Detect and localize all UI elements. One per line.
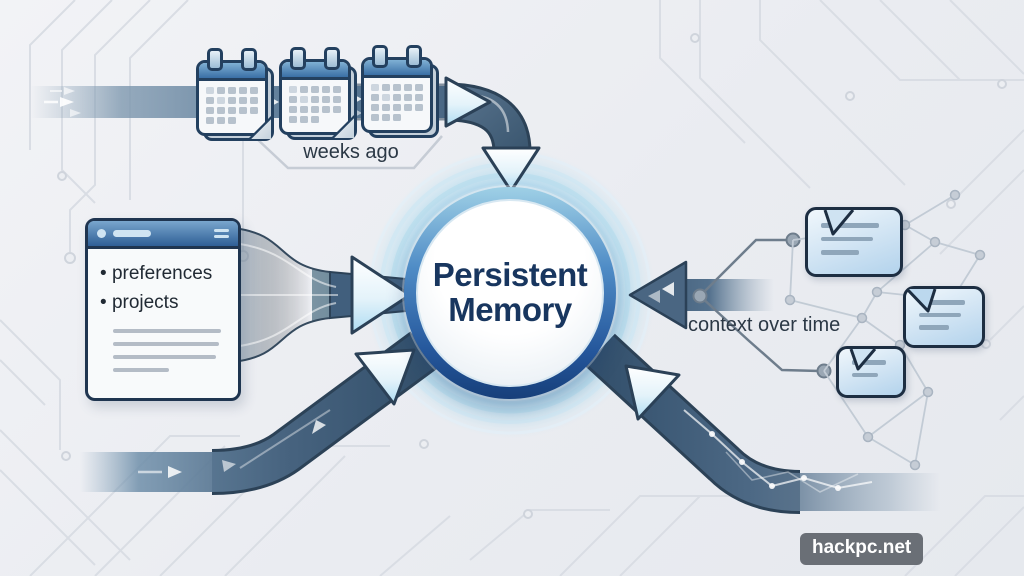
context-over-time-label: context over time — [688, 314, 841, 336]
window-titlebar — [88, 221, 238, 249]
bubble-text-line — [919, 312, 961, 317]
hub-inner-circle: Persistent Memory — [416, 199, 604, 387]
calendar-page — [361, 57, 433, 133]
titlebar-pill — [113, 230, 151, 237]
calendar-ring — [406, 45, 422, 68]
calendar-grid — [289, 86, 341, 123]
bubble-tail — [823, 210, 855, 236]
bubble-text-line — [919, 300, 965, 305]
persistent-memory-hub: Persistent Memory — [404, 187, 616, 399]
notes-window: preferences projects — [85, 218, 241, 401]
calendar-icon — [361, 45, 439, 138]
funnel-arrow — [232, 226, 429, 364]
calendar-grid — [206, 87, 258, 124]
menu-icon — [214, 229, 229, 238]
bubble-text-line — [821, 223, 879, 228]
chat-bubble-icon — [836, 346, 906, 398]
placeholder-lines — [113, 329, 238, 372]
bubble-text-line — [821, 236, 873, 241]
context-arrow — [628, 232, 832, 379]
weeks-ago-bracket — [255, 135, 443, 170]
chat-bubble-icon — [805, 207, 903, 277]
note-item: preferences — [100, 259, 238, 288]
calendar-ring — [324, 47, 340, 70]
bubble-text-line — [852, 372, 878, 377]
calendar-page — [196, 60, 268, 136]
chat-bubble-icon — [903, 286, 985, 348]
page-curl — [331, 115, 354, 138]
note-item: projects — [100, 288, 238, 317]
bottom-left-arrow — [80, 331, 438, 495]
titlebar-dot — [97, 229, 106, 238]
bubble-text-line — [919, 325, 949, 330]
watermark-badge: hackpc.net — [800, 533, 924, 565]
calendar-ring — [372, 45, 388, 68]
calendar-icon — [279, 47, 357, 140]
bubble-text-line — [852, 360, 886, 365]
network-graph — [784, 189, 986, 471]
bubble-tail — [849, 349, 877, 371]
note-list: preferences projects — [100, 259, 238, 317]
calendar-icon — [196, 48, 274, 141]
calendar-grid — [371, 84, 423, 121]
calendar-ring — [207, 48, 223, 71]
hub-label: Persistent Memory — [432, 256, 588, 328]
weeks-ago-label: weeks ago — [303, 141, 399, 163]
bottom-right-arrow — [585, 333, 940, 514]
bubble-tail — [906, 289, 937, 313]
calendar-ring — [290, 47, 306, 70]
page-curl — [248, 116, 271, 139]
bubble-text-line — [821, 250, 859, 255]
calendar-ring — [241, 48, 257, 71]
